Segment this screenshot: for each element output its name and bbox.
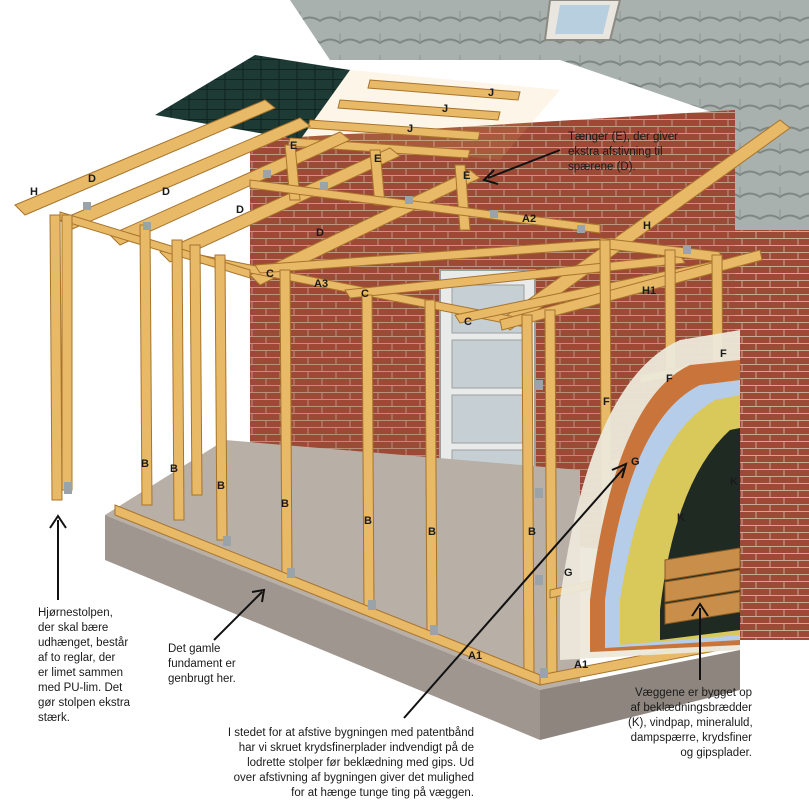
label-E3: E: [463, 170, 471, 182]
label-D3: D: [236, 204, 244, 216]
top-plate-A2: [249, 179, 601, 234]
label-K1: K: [730, 476, 738, 488]
label-E1: E: [290, 140, 298, 152]
note-plywood: I stedet for at afstive bygningen med pa…: [227, 727, 474, 799]
label-B5: B: [364, 515, 372, 527]
label-D2: D: [162, 186, 170, 198]
wall-layers: [560, 330, 741, 660]
label-B1: B: [141, 458, 149, 470]
label-C3: C: [464, 316, 472, 328]
leader-lines: [49, 149, 709, 719]
label-C2: C: [361, 288, 369, 300]
label-J1: J: [488, 87, 495, 99]
label-F3: F: [603, 396, 610, 408]
label-H-left: H: [30, 186, 38, 198]
label-C1: C: [266, 268, 274, 280]
label-A3: A3: [314, 278, 329, 290]
label-D4: D: [316, 227, 324, 239]
corner-post: [49, 214, 63, 501]
label-A1-right: A1: [574, 659, 589, 671]
label-B7: B: [528, 526, 536, 538]
label-F2: F: [666, 373, 673, 385]
label-G1: G: [631, 456, 640, 468]
label-B2: B: [170, 463, 178, 475]
label-H1: H1: [642, 285, 657, 297]
label-J3: J: [407, 123, 414, 135]
rafter-D4: [159, 147, 401, 263]
label-J2: J: [442, 103, 449, 115]
note-corner-post: Hjørnestolpen,der skal bære udhænget, be…: [38, 607, 131, 724]
new-roof: [155, 55, 560, 160]
label-A2: A2: [522, 213, 537, 225]
rafter-D1: [14, 99, 276, 216]
label-B4: B: [281, 498, 289, 510]
label-B3: B: [217, 480, 225, 492]
label-K2: K: [677, 512, 685, 524]
label-E2: E: [374, 153, 382, 165]
label-D1: D: [88, 173, 96, 185]
label-F1: F: [720, 348, 727, 360]
label-H-right: H: [643, 220, 651, 232]
label-B6: B: [428, 526, 436, 538]
label-G2: G: [564, 567, 573, 579]
label-A1-left: A1: [468, 650, 483, 662]
brackets: [64, 170, 691, 678]
